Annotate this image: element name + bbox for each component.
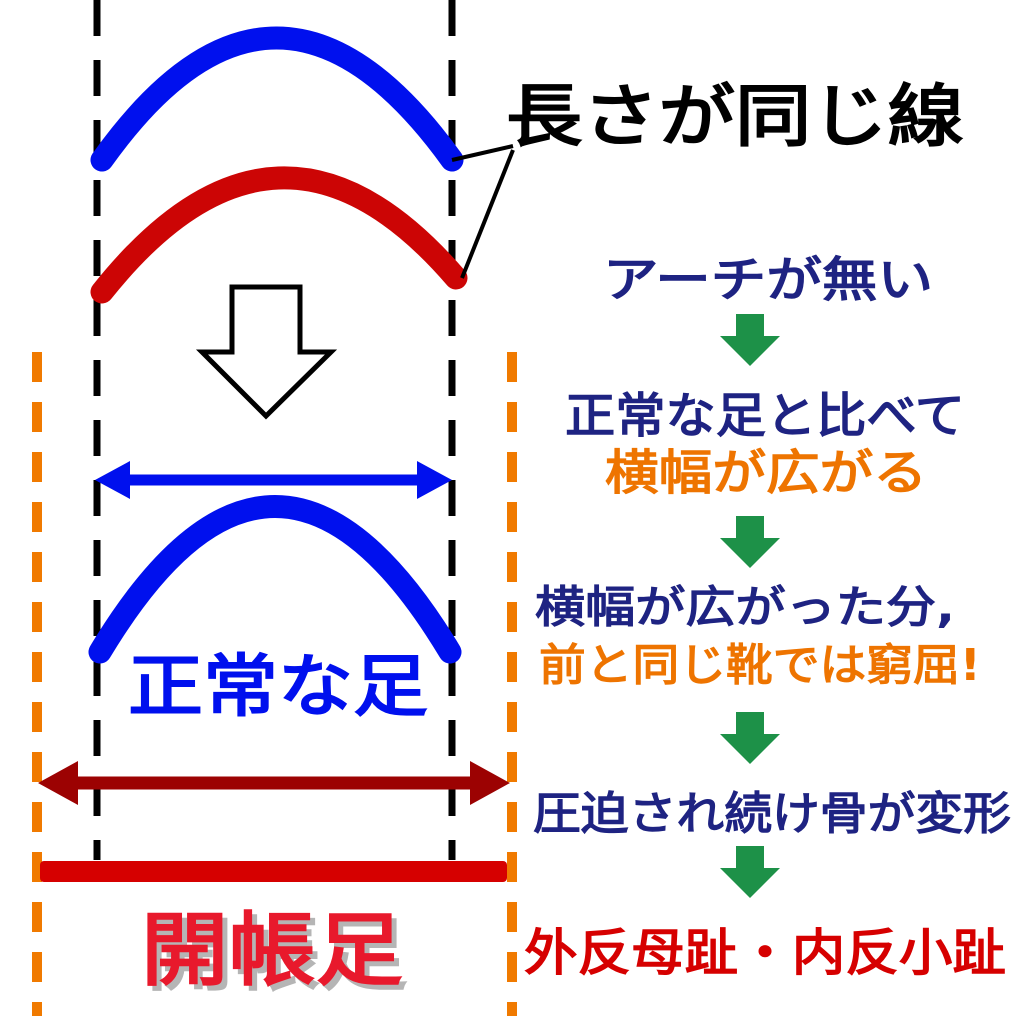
flow-step2-line2: 横幅が広がる [605,445,927,501]
pointer-line-to-red-arc [460,149,515,279]
splay-foot-label-shadow: 開帳足 [146,909,408,1002]
normal-width-arrow-right-head [417,461,452,499]
flow-step2-line1: 正常な足と比べて [565,388,965,444]
normal-foot-label: 正常な足 [128,648,428,727]
same-length-label: 長さが同じ線 [506,78,964,157]
collapsed-arch-bar [40,861,507,882]
high-arch-blue-arc [90,26,464,172]
flow-step1-no-arch: アーチが無い [603,252,933,308]
flow-step4-bone-deform: 圧迫され続け骨が変形 [533,787,1011,840]
down-arrow-icon [720,516,780,568]
flow-step3-line1: 横幅が広がった分, [535,582,955,633]
down-arrow-icon [720,314,780,366]
down-arrow-icon [720,712,780,764]
normal-foot-arch-arc [88,495,462,664]
flow-step3-line2: 前と同じ靴では窮屈! [539,640,981,691]
flow-step5-hallux-valgus: 外反母趾・内反小趾 [524,924,1006,982]
pointer-line-to-blue-arc [451,144,514,162]
lowered-arch-red-arc [90,166,468,304]
splay-width-arrow-left-head [38,761,78,805]
normal-width-arrow-left-head [95,461,130,499]
splay-foot-label: 開帳足 [141,904,403,997]
down-arrow-icon [720,846,780,898]
hollow-down-arrow-icon [195,284,338,420]
splay-width-arrow-right-head [470,761,510,805]
